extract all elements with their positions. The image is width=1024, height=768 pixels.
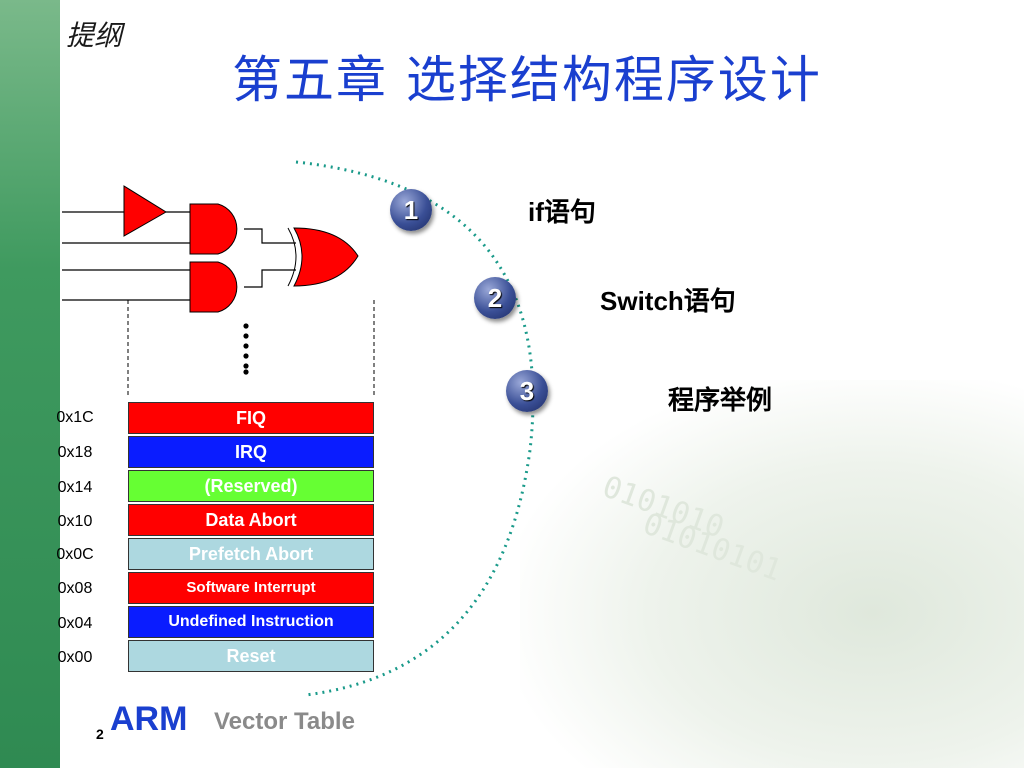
background-decoration bbox=[520, 380, 1024, 768]
vector-row-reset: Reset bbox=[128, 640, 374, 672]
step-2-badge[interactable]: 2 bbox=[474, 277, 516, 319]
vector-row-software-interrupt: Software Interrupt bbox=[128, 572, 374, 604]
address-label: 0x10 bbox=[57, 513, 93, 530]
address-label: 0x00 bbox=[57, 649, 93, 666]
step-3-badge[interactable]: 3 bbox=[506, 370, 548, 412]
and-gate-1 bbox=[189, 203, 238, 255]
vector-row-reserved: (Reserved) bbox=[128, 470, 374, 502]
or-gate bbox=[293, 227, 359, 287]
step-2-label: Switch语句 bbox=[600, 286, 736, 316]
logic-circuit-illustration bbox=[62, 160, 535, 697]
step-3-label: 程序举例 bbox=[668, 385, 773, 415]
sidebar-accent bbox=[0, 0, 60, 768]
address-label: 0x0C bbox=[56, 546, 94, 563]
address-label: 0x14 bbox=[57, 479, 93, 496]
page-number: 2 bbox=[96, 726, 104, 742]
vector-row-prefetch-abort: Prefetch Abort bbox=[128, 538, 374, 570]
buffer-gate bbox=[123, 185, 167, 237]
footer-arm-label: ARM bbox=[110, 700, 188, 738]
footer-vector-table-label: Vector Table bbox=[214, 708, 355, 735]
step-1-badge[interactable]: 1 bbox=[390, 189, 432, 231]
and-gate-2 bbox=[189, 261, 238, 313]
address-label: 0x08 bbox=[57, 580, 93, 597]
address-label: 0x04 bbox=[57, 615, 93, 632]
vector-row-irq: IRQ bbox=[128, 436, 374, 468]
slide-title: 第五章 选择结构程序设计 bbox=[232, 51, 822, 109]
vector-row-data-abort: Data Abort bbox=[128, 504, 374, 536]
outline-label: 提纲 bbox=[66, 19, 123, 52]
step-1-label: if语句 bbox=[528, 197, 596, 227]
vector-row-undefined-instruction: Undefined Instruction bbox=[128, 606, 374, 638]
address-label: 0x18 bbox=[57, 444, 93, 461]
vector-row-fiq: FIQ bbox=[128, 402, 374, 434]
address-label: 0x1C bbox=[56, 409, 94, 426]
